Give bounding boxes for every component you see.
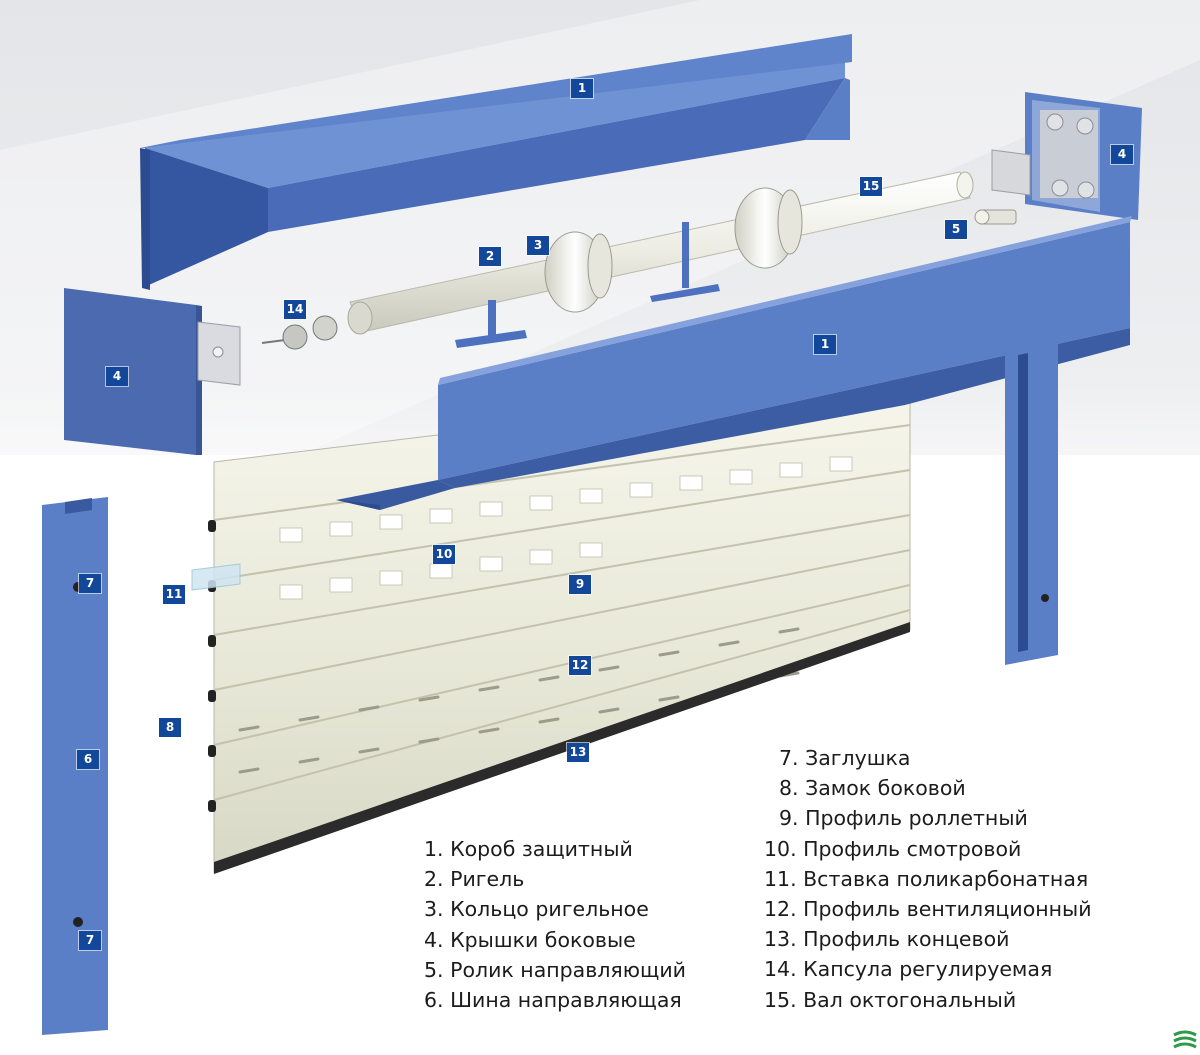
legend-item: 15. Вал октогональный [764, 987, 1017, 1012]
marker-12: 12 [569, 656, 591, 675]
legend-item: 8. Замок боковой [779, 776, 966, 801]
guide-rail-left [42, 497, 108, 1035]
legend-item: 9. Профиль роллетный [779, 806, 1028, 831]
legend-item: 10. Профиль смотровой [764, 836, 1022, 861]
marker-7-top: 7 [79, 574, 101, 593]
marker-11: 11 [163, 585, 185, 604]
side-cover-left [64, 288, 241, 455]
crossbars [455, 222, 720, 348]
legend-left: 1. Короб защитный 2. Ригель 3. Кольцо ри… [424, 834, 686, 1015]
guide-rail-right [1005, 330, 1058, 665]
legend-item: 14. Капсула регулируемая [764, 957, 1053, 982]
brand-logo-icon [1173, 1030, 1197, 1049]
box-cover-top [140, 34, 852, 290]
marker-5: 5 [945, 220, 967, 239]
legend-item: 1. Короб защитный [424, 837, 633, 861]
legend-item: 7. Заглушка [779, 746, 911, 770]
legend-item: 13. Профиль концевой [764, 927, 1010, 952]
marker-1-top: 1 [571, 79, 593, 98]
marker-4-right: 4 [1111, 145, 1133, 164]
marker-4-left: 4 [106, 367, 128, 386]
marker-2: 2 [479, 247, 501, 266]
bar-rings [544, 187, 803, 313]
legend-item: 6. Шина направляющая [424, 987, 682, 1012]
marker-1-front: 1 [814, 335, 836, 354]
marker-6: 6 [77, 750, 99, 769]
side-cover-right [991, 92, 1142, 220]
legend-right: 7. Заглушка 8. Замок боковой 9. Профиль … [764, 743, 1092, 1015]
guide-roller [974, 209, 1017, 225]
marker-3: 3 [527, 236, 549, 255]
marker-9: 9 [569, 575, 591, 594]
marker-10: 10 [433, 545, 455, 564]
marker-8: 8 [159, 718, 181, 737]
marker-13: 13 [567, 743, 589, 762]
marker-15: 15 [860, 177, 882, 196]
legend-item: 12. Профиль вентиляционный [764, 896, 1092, 921]
legend-item: 2. Ригель [424, 867, 525, 892]
legend-item: 3. Кольцо ригельное [424, 897, 649, 922]
legend-item: 11. Вставка поликарбонатная [764, 866, 1089, 891]
marker-14: 14 [284, 300, 306, 319]
legend-item: 4. Крышки боковые [424, 927, 636, 952]
legend-item: 5. Ролик направляющий [424, 957, 686, 982]
box-cover-front [336, 216, 1132, 510]
adjustable-capsule [261, 315, 338, 350]
marker-7-bottom: 7 [79, 931, 101, 950]
